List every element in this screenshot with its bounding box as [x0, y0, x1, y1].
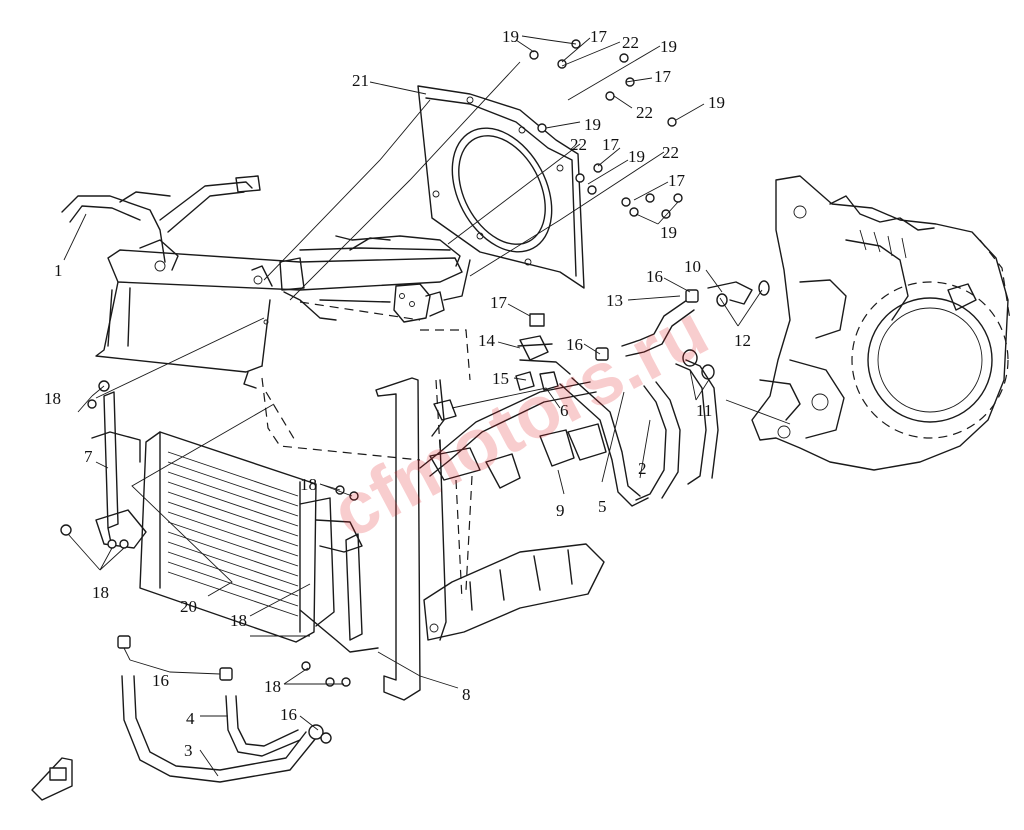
fasteners-top: [529, 39, 683, 219]
callout-20: 20: [180, 597, 197, 616]
callout-10: 10: [684, 257, 701, 276]
frame-part-1: [61, 175, 471, 389]
hose-clamps-part-16: [117, 289, 699, 744]
callout-17-e: 17: [490, 293, 508, 312]
callout-18-a: 18: [44, 389, 61, 408]
callout-1: 1: [54, 261, 63, 280]
callout-22-a: 22: [622, 33, 639, 52]
callout-3: 3: [184, 741, 193, 760]
callout-19-b: 19: [660, 37, 677, 56]
callout-17-c: 17: [602, 135, 620, 154]
bracket-part-7: [60, 380, 129, 549]
callout-19-f: 19: [660, 223, 677, 242]
bracket-part-8: [301, 377, 447, 701]
radiator-part-20: [91, 431, 379, 653]
callout-16-a: 16: [646, 267, 663, 286]
callout-19-e: 19: [628, 147, 645, 166]
callout-12: 12: [734, 331, 751, 350]
callout-18-b: 18: [92, 583, 109, 602]
engine-assembly: [751, 175, 1011, 471]
callout-6: 6: [560, 401, 569, 420]
leader-lines: [63, 35, 791, 777]
callout-4: 4: [186, 709, 195, 728]
callout-7: 7: [84, 447, 93, 466]
callout-15: 15: [492, 369, 509, 388]
callout-18-e: 18: [264, 677, 281, 696]
assembly-guide-lines: [261, 301, 473, 601]
callout-19-a: 19: [502, 27, 519, 46]
callout-16-c: 16: [152, 671, 169, 690]
callout-17-b: 17: [654, 67, 672, 86]
callout-16-d: 16: [280, 705, 297, 724]
callout-18-d: 18: [230, 611, 247, 630]
callout-14: 14: [478, 331, 496, 350]
callout-17-a: 17: [590, 27, 608, 46]
callout-5: 5: [598, 497, 607, 516]
callout-17-d: 17: [668, 171, 686, 190]
callout-13: 13: [606, 291, 623, 310]
coolant-hoses: [121, 297, 719, 783]
callout-18-c: 18: [300, 475, 317, 494]
callout-labels: 1 2 3 4 5 6 7 8 9 10 11 12 13 14 15 16 1…: [44, 27, 751, 760]
callout-8: 8: [462, 685, 471, 704]
callout-21: 21: [352, 71, 369, 90]
callout-19-c: 19: [584, 115, 601, 134]
front-direction-marker: [31, 757, 73, 801]
callout-22-d: 22: [662, 143, 679, 162]
callout-11: 11: [696, 401, 712, 420]
callout-22-b: 22: [636, 103, 653, 122]
callout-16-b: 16: [566, 335, 583, 354]
seal-rings-part-12: [682, 280, 770, 380]
watermark: cfmotors.ru: [319, 288, 721, 554]
fan-brackets-part-6-9: [419, 381, 607, 641]
callout-19-d: 19: [708, 93, 725, 112]
callout-2: 2: [638, 459, 647, 478]
fittings-part-14-15: [429, 313, 559, 481]
callout-9: 9: [556, 501, 565, 520]
fan-shroud-part-21: [417, 85, 585, 289]
callout-22-c: 22: [570, 135, 587, 154]
